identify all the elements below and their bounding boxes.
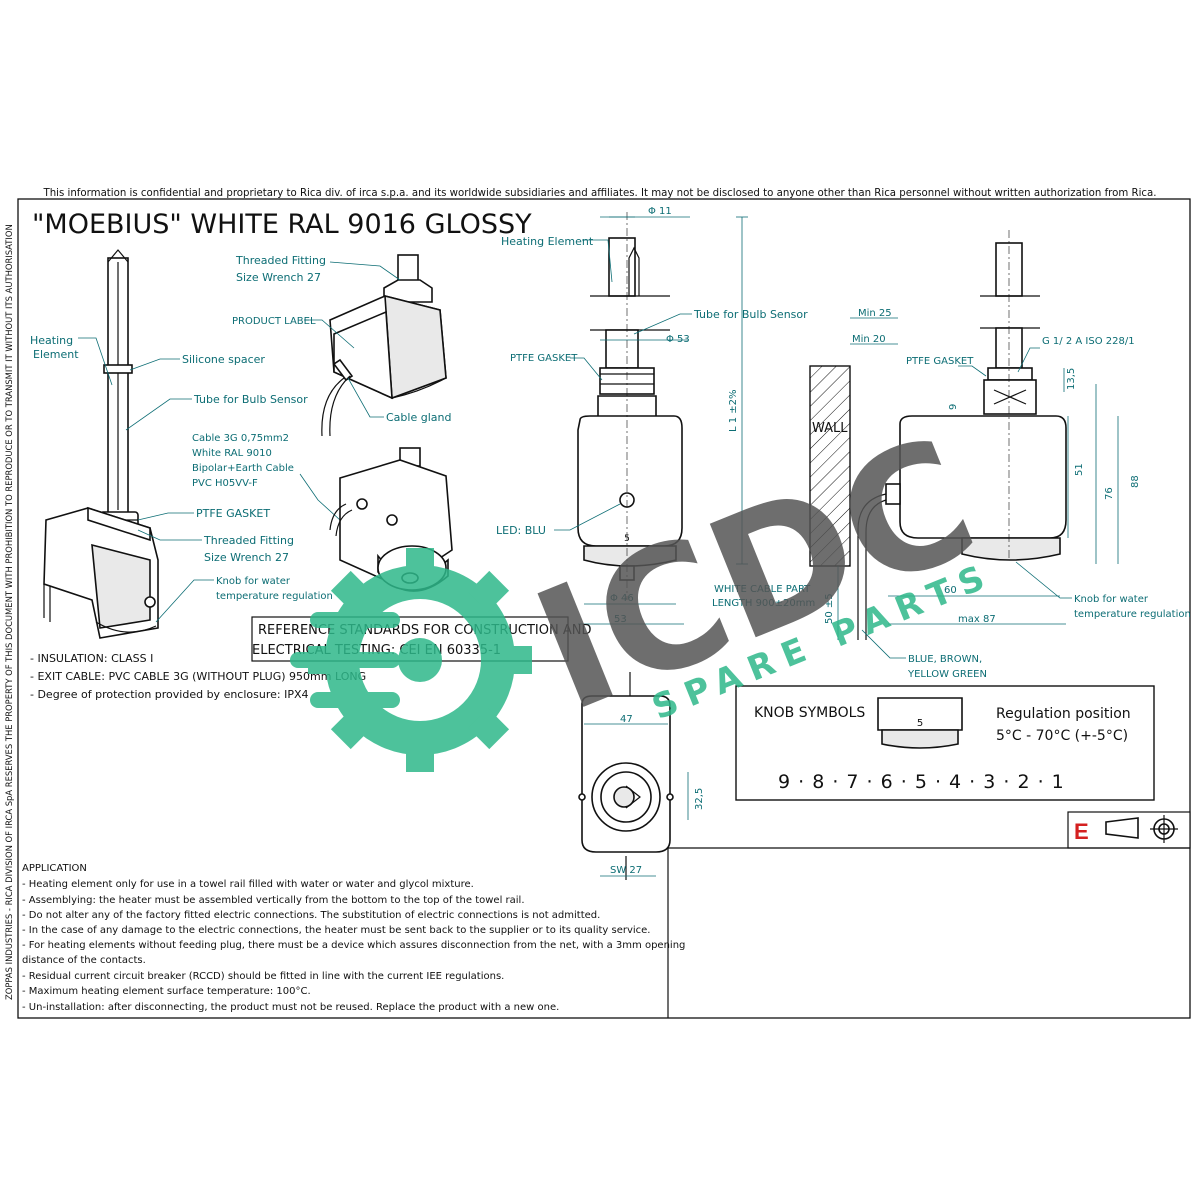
cable-spec-2: White RAL 9010 <box>192 448 272 459</box>
dim-l1: L 1 ±2% <box>728 389 739 432</box>
wall-label: WALL <box>812 421 848 436</box>
ptfe-front-label: PTFE GASKET <box>510 353 578 364</box>
knob-digit: 5 <box>917 718 923 729</box>
knob-symbols-title: KNOB SYMBOLS <box>754 705 865 721</box>
dim-max87: max 87 <box>958 614 996 625</box>
threaded-fitting-b2: Size Wrench 27 <box>204 551 289 564</box>
drawing-frame <box>17 198 1191 1019</box>
wires-label-2: YELLOW GREEN <box>907 669 987 680</box>
tube-bulb-front-label: Tube for Bulb Sensor <box>693 308 808 321</box>
application-notes: APPLICATION - Heating element only for u… <box>22 863 685 1013</box>
drawing-title: "MOEBIUS" WHITE RAL 9016 GLOSSY <box>32 209 532 240</box>
regulation-line-1: Regulation position <box>996 706 1131 722</box>
led-label: LED: BLU <box>496 524 546 537</box>
dim-9: 9 <box>948 404 959 410</box>
front-view-dimensions: Φ 11 Heating Element Tube for Bulb Senso… <box>496 206 815 625</box>
dim-60: 60 <box>944 585 957 596</box>
dim-325: 32,5 <box>694 788 705 810</box>
application-line-8: - Maximum heating element surface temper… <box>22 986 311 997</box>
dim-dia-46: Φ 46 <box>610 593 634 604</box>
dim-dia-53: Φ 53 <box>666 334 690 345</box>
white-cable-2: LENGTH 900±20mm <box>712 598 815 609</box>
threaded-fitting-a1: Threaded Fitting <box>235 254 326 267</box>
ptfe-gasket-label: PTFE GASKET <box>196 507 270 520</box>
knob-symbols-box: KNOB SYMBOLS 5 Regulation position 5°C -… <box>735 685 1155 801</box>
spec-exit-cable: - EXIT CABLE: PVC CABLE 3G (WITHOUT PLUG… <box>30 670 366 683</box>
application-line-9: - Un-installation: after disconnecting, … <box>22 1002 559 1013</box>
dim-50: 50 ±5 <box>824 593 835 624</box>
threaded-fitting-b1: Threaded Fitting <box>203 534 294 547</box>
application-line-7: - Residual current circuit breaker (RCCD… <box>22 971 504 982</box>
isometric-heater-top <box>321 254 447 437</box>
bottom-view-dimensions: 47 32,5 SW 27 <box>584 714 705 877</box>
side-view-dimensions: WALL Min 25 Min 20 G 1/ 2 A ISO 228/1 PT… <box>812 308 1191 680</box>
isometric-heater <box>43 249 159 639</box>
ptfe-side-label: PTFE GASKET <box>906 356 974 367</box>
cable-spec-4: PVC H05VV-F <box>192 478 258 489</box>
application-line-3: - Do not alter any of the factory fitted… <box>22 910 600 921</box>
dim-135: 13,5 <box>1066 368 1077 390</box>
dim-min25: Min 25 <box>858 308 892 319</box>
regulation-line-2: 5°C - 70°C (+-5°C) <box>996 728 1128 744</box>
dim-47: 47 <box>620 714 633 725</box>
knob-label-left-2: temperature regulation <box>216 591 333 602</box>
application-line-1: - Heating element only for use in a towe… <box>22 879 474 890</box>
bottom-view <box>578 672 674 880</box>
cable-spec-3: Bipolar+Earth Cable <box>192 463 294 474</box>
knob-side-label-1: Knob for water <box>1074 594 1149 605</box>
product-label-label: PRODUCT LABEL <box>232 316 316 327</box>
dim-76: 76 <box>1104 487 1115 500</box>
application-line-4: - In the case of any damage to the elect… <box>22 925 651 936</box>
side-view <box>809 230 1067 640</box>
white-cable-1: WHITE CABLE PART <box>714 584 811 595</box>
dim-sw27: SW 27 <box>610 865 642 876</box>
spec-insulation: - INSULATION: CLASS I <box>30 652 153 665</box>
speed-lines-icon <box>290 612 400 708</box>
thread-label: G 1/ 2 A ISO 228/1 <box>1042 336 1135 347</box>
spec-ipx4: - Degree of protection provided by enclo… <box>30 688 309 701</box>
silicone-spacer-label: Silicone spacer <box>182 353 265 366</box>
application-line-6: distance of the contacts. <box>22 955 146 966</box>
dim-dia-11: Φ 11 <box>648 206 672 217</box>
property-side-text: ZOPPAS INDUSTRIES - RICA DIVISION OF IRC… <box>4 224 14 1000</box>
knob-label-left-1: Knob for water <box>216 576 291 587</box>
cable-gland-label: Cable gland <box>386 411 451 424</box>
knob-side-label-2: temperature regulation <box>1074 609 1191 620</box>
application-line-2: - Assemblying: the heater must be assemb… <box>22 895 525 906</box>
title-block: E <box>667 811 1191 1018</box>
heating-element-front-label: Heating Element <box>501 235 594 248</box>
application-line-5: - For heating elements without feeding p… <box>22 940 685 951</box>
dim-51: 51 <box>1074 463 1085 476</box>
heating-element-label-2: Element <box>33 348 79 361</box>
threaded-fitting-a2: Size Wrench 27 <box>236 271 321 284</box>
wires-label-1: BLUE, BROWN, <box>908 654 982 665</box>
tube-bulb-label: Tube for Bulb Sensor <box>193 393 308 406</box>
front-view: 5 <box>577 212 683 600</box>
confidential-notice: This information is confidential and pro… <box>42 188 1156 199</box>
cable-spec-1: Cable 3G 0,75mm2 <box>192 433 289 444</box>
dim-53-front: 53 <box>614 614 627 625</box>
projection-letter: E <box>1074 819 1089 844</box>
heating-element-label-1: Heating <box>30 334 73 347</box>
dim-88: 88 <box>1130 475 1141 488</box>
application-heading: APPLICATION <box>22 863 87 874</box>
dim-min20: Min 20 <box>852 334 886 345</box>
left-callouts: Heating Element Silicone spacer Tube for… <box>30 334 341 623</box>
knob-scale: 9 · 8 · 7 · 6 · 5 · 4 · 3 · 2 · 1 <box>778 771 1065 793</box>
